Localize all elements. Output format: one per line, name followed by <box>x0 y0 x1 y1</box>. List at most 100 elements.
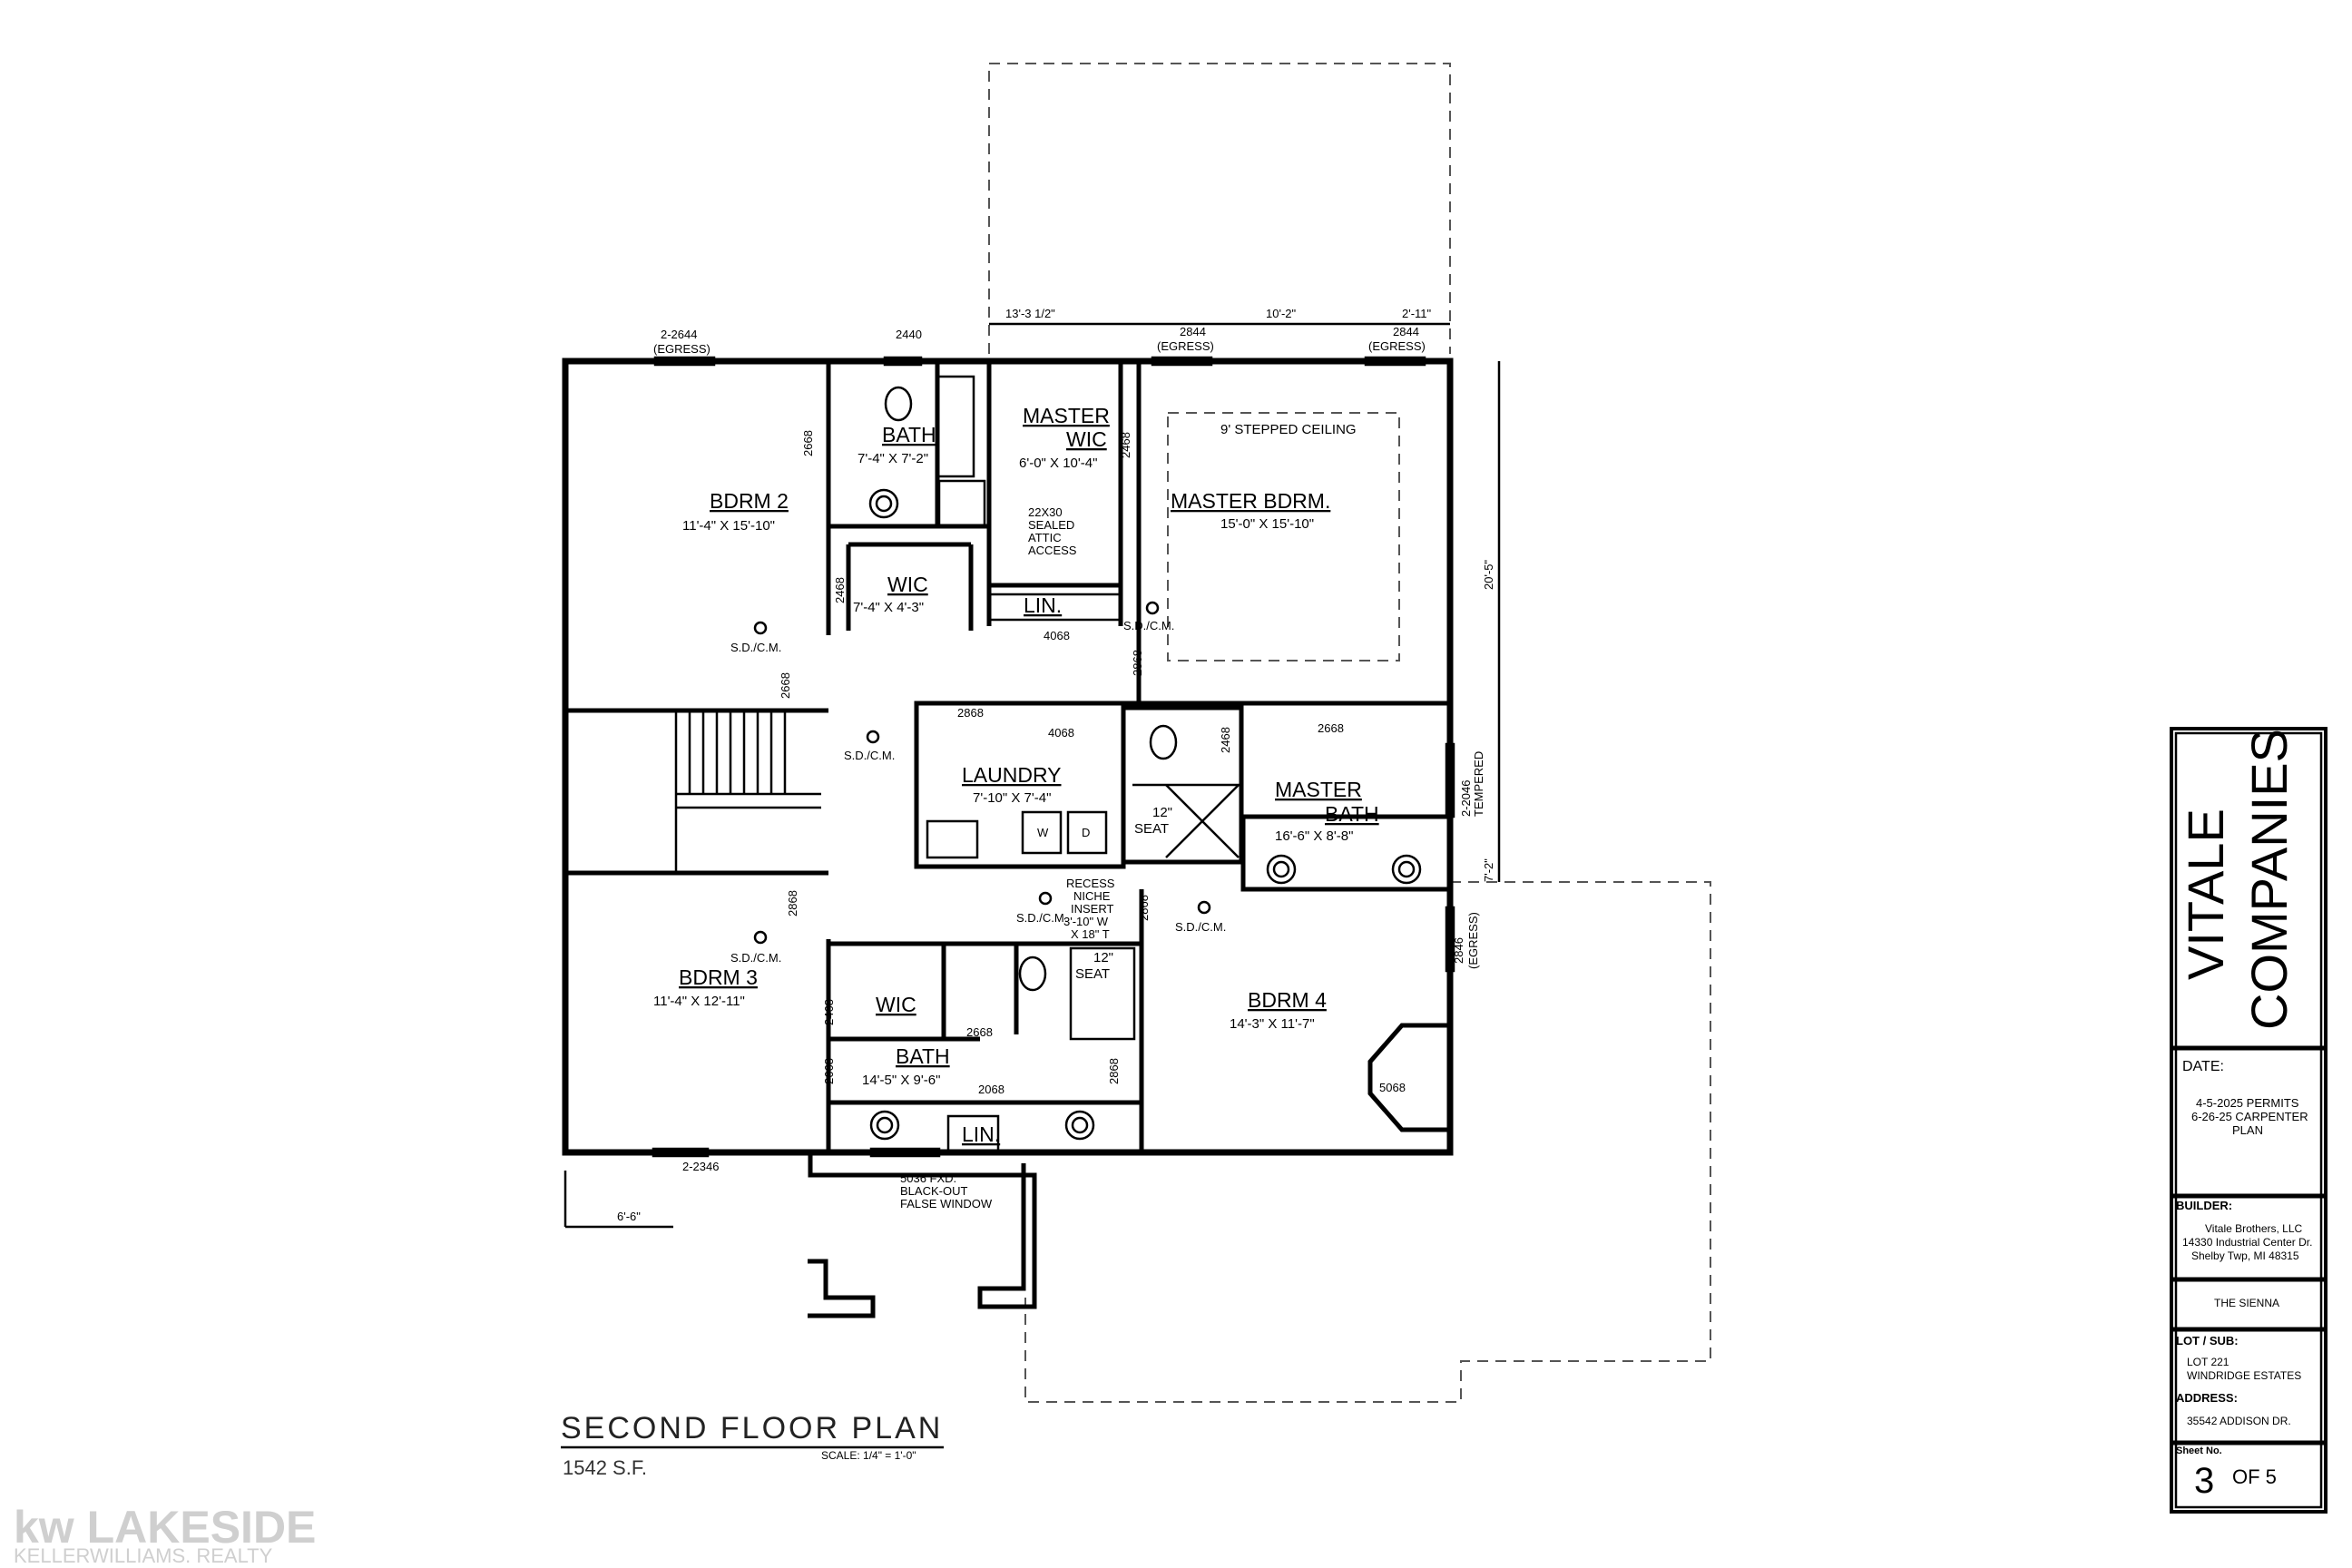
company-name-1: VITALE <box>2177 808 2234 980</box>
master-bath-name1: MASTER <box>1275 778 1362 801</box>
wic-upper-size: 7'-4" X 4'-3" <box>853 600 924 615</box>
builder-line-2: 14330 Industrial Center Dr. <box>2182 1236 2312 1249</box>
kw-sub: KELLERWILLIAMS. REALTY <box>14 1544 273 1567</box>
window-w4-sub: (EGRESS) <box>1368 339 1426 353</box>
master-bath-name2: BATH <box>1325 802 1379 826</box>
window-w5-sub: TEMPERED <box>1472 751 1485 817</box>
lin-lower-name: LIN. <box>962 1122 1000 1146</box>
dryer-label: D <box>1082 826 1090 839</box>
company-name-2: COMPANIES <box>2240 729 2298 1030</box>
door-2668-c: 2668 <box>1318 721 1344 735</box>
bdrm4-name: BDRM 4 <box>1248 988 1327 1012</box>
attic-note-2: SEALED <box>1028 518 1074 532</box>
bath1-name: BATH <box>882 423 936 446</box>
door-4068-b: 4068 <box>1048 726 1074 740</box>
sdcm-3: S.D./C.M. <box>1123 619 1174 632</box>
notes: 22X30 SEALED ATTIC ACCESS RECESS NICHE I… <box>730 505 1226 1210</box>
lin-upper-name: LIN. <box>1024 593 1062 617</box>
sdcm-1: S.D./C.M. <box>730 641 781 654</box>
door-2868-d: 2868 <box>1137 895 1151 921</box>
attic-note-4: ACCESS <box>1028 544 1077 557</box>
lot-line-2: WINDRIDGE ESTATES <box>2187 1369 2301 1382</box>
recess-note-1: RECESS <box>1066 877 1115 890</box>
door-2868-a: 2868 <box>1131 650 1144 676</box>
door-2668-d: 2668 <box>966 1025 993 1039</box>
washer-label: W <box>1037 826 1049 839</box>
window-w1: 2-2644 <box>661 328 697 341</box>
door-2868-b: 2868 <box>957 706 984 720</box>
master-bdrm-name: MASTER BDRM. <box>1171 489 1330 513</box>
window-labels: 2-2644 (EGRESS) 2440 2844 (EGRESS) 2844 … <box>653 325 1485 1173</box>
window-w5: 2-2046 <box>1459 780 1473 817</box>
recess-note-2: NICHE <box>1073 889 1111 903</box>
plan-area: 1542 S.F. <box>563 1456 647 1479</box>
recess-note-4: 3'-10" W <box>1063 915 1109 928</box>
sdcm-5: S.D./C.M. <box>1016 911 1067 925</box>
date-line-3: PLAN <box>2232 1123 2263 1137</box>
date-label: DATE: <box>2182 1059 2224 1074</box>
wic-upper-name: WIC <box>887 573 928 596</box>
sdcm-2: S.D./C.M. <box>844 749 895 762</box>
door-2468-b: 2468 <box>833 577 847 603</box>
dim-20-5: 20'-5" <box>1482 559 1495 590</box>
model-name: THE SIENNA <box>2214 1297 2279 1309</box>
stepped-ceiling-note: 9' STEPPED CEILING <box>1220 422 1357 437</box>
window-w6: 2846 <box>1452 937 1465 964</box>
laundry-name: LAUNDRY <box>962 763 1062 787</box>
dim-2-11: 2'-11" <box>1402 307 1432 320</box>
door-2668-e: 2668 <box>822 1058 836 1084</box>
window-w6-sub: (EGRESS) <box>1466 912 1480 969</box>
plan-scale: SCALE: 1/4" = 1'-0" <box>821 1449 916 1462</box>
door-labels: 2668 2468 2468 4068 2868 2668 2868 4068 … <box>779 430 1406 1096</box>
dimension-labels: 13'-3 1/2" 10'-2" 2'-11" 20'-5" 7'-2" 6'… <box>617 307 1495 1223</box>
sheet-label: Sheet No. <box>2176 1446 2222 1456</box>
seat-lower-line1: 12" <box>1093 950 1113 965</box>
date-line-1: 4-5-2025 PERMITS <box>2196 1096 2299 1110</box>
bdrm2-size: 11'-4" X 15'-10" <box>682 518 775 534</box>
door-2868-c: 2868 <box>786 890 799 916</box>
windows <box>652 356 1455 1158</box>
door-2668-b: 2668 <box>779 672 792 699</box>
interior-walls <box>674 361 1453 1154</box>
title-block: VITALE COMPANIES DATE: 4-5-2025 PERMITS … <box>2170 727 2328 1514</box>
false-window-3: FALSE WINDOW <box>900 1197 993 1210</box>
dimension-lines <box>564 322 1501 1229</box>
window-w1-sub: (EGRESS) <box>653 342 710 356</box>
recess-note-5: X 18" T <box>1071 927 1110 941</box>
address-value: 35542 ADDISON DR. <box>2187 1415 2291 1427</box>
kw-watermark: kw LAKESIDE KELLERWILLIAMS. REALTY <box>14 1502 316 1567</box>
window-w2: 2440 <box>896 328 922 341</box>
door-2468-d: 2468 <box>822 999 836 1025</box>
sdcm-6: S.D./C.M. <box>1175 920 1226 934</box>
master-bdrm-size: 15'-0" X 15'-10" <box>1220 516 1314 532</box>
builder-line-1: Vitale Brothers, LLC <box>2205 1222 2303 1235</box>
master-bath-size: 16'-6" X 8'-8" <box>1275 828 1353 844</box>
builder-label: BUILDER: <box>2176 1199 2232 1212</box>
laundry-size: 7'-10" X 7'-4" <box>973 790 1051 806</box>
builder-line-3: Shelby Twp, MI 48315 <box>2191 1250 2299 1262</box>
window-w3-sub: (EGRESS) <box>1157 339 1214 353</box>
sheet-number: 3 <box>2194 1461 2214 1501</box>
door-4068-a: 4068 <box>1044 629 1070 642</box>
date-line-2: 6-26-25 CARPENTER <box>2191 1110 2308 1123</box>
address-label: ADDRESS: <box>2176 1391 2238 1405</box>
window-w4: 2844 <box>1393 325 1419 338</box>
door-2068: 2068 <box>978 1083 1004 1096</box>
door-2668-a: 2668 <box>801 430 815 456</box>
wic-lower-name: WIC <box>876 993 916 1016</box>
seat-upper-line1: 12" <box>1152 805 1172 820</box>
window-w7: 2-2346 <box>682 1160 719 1173</box>
sdcm-4: S.D./C.M. <box>730 951 781 965</box>
master-wic-size: 6'-0" X 10'-4" <box>1019 456 1097 471</box>
plan-title: SECOND FLOOR PLAN <box>561 1411 943 1446</box>
plan-title-block: SECOND FLOOR PLAN 1542 S.F. SCALE: 1/4" … <box>561 1411 944 1479</box>
bath1-size: 7'-4" X 7'-2" <box>858 451 928 466</box>
attic-note-3: ATTIC <box>1028 531 1062 544</box>
attic-note-1: 22X30 <box>1028 505 1063 519</box>
window-w3: 2844 <box>1180 325 1206 338</box>
bdrm3-size: 11'-4" X 12'-11" <box>653 994 745 1009</box>
dim-6-6: 6'-6" <box>617 1210 641 1223</box>
door-2468-c: 2468 <box>1219 727 1232 753</box>
fixtures <box>753 386 1422 1141</box>
sheet-of: OF 5 <box>2232 1465 2277 1488</box>
